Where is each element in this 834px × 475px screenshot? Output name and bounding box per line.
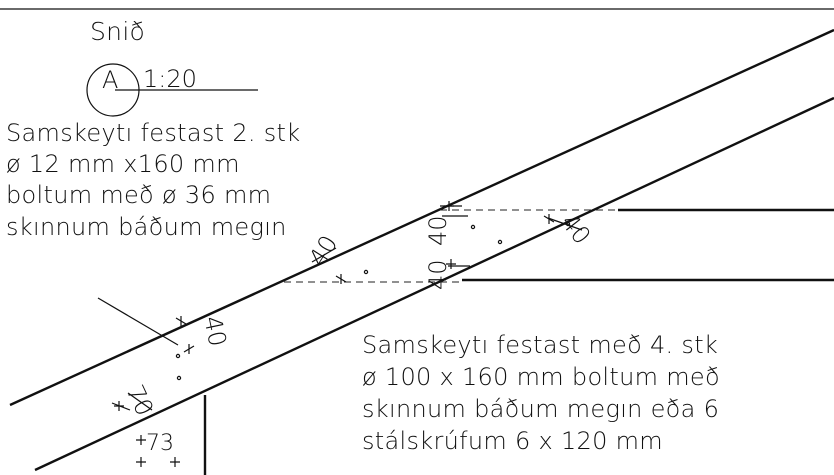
section-marker-circle — [86, 63, 140, 117]
note-right-line: ø 100 x 160 mm boltum með — [362, 362, 720, 391]
tick-mark — [136, 435, 146, 445]
scale-label: 1:20 — [143, 65, 197, 93]
note-left: Samskeytı festast 2. stk ø 12 mm x160 mm… — [6, 118, 300, 243]
beam-upper-edge — [9, 28, 834, 407]
leader-line-joint — [311, 247, 337, 263]
note-left-line: boltum með ø 36 mm — [6, 181, 272, 210]
section-marker-letter: A — [102, 66, 118, 94]
tick-mark — [183, 344, 195, 354]
note-right: Samskeytı festast með 4. stk ø 100 x 160… — [362, 330, 720, 458]
dimension-label: 40 — [303, 230, 343, 271]
bolt-hole — [470, 224, 476, 230]
section-title: Snið — [90, 17, 146, 46]
bolt-hole — [176, 375, 182, 381]
beam-lower-edge — [34, 96, 834, 472]
ext-line-e — [127, 392, 153, 411]
bolt-hole — [363, 269, 369, 275]
tick-mark — [543, 214, 555, 224]
tick-mark — [114, 401, 124, 411]
tick-mark — [175, 316, 187, 326]
bolt-hole — [175, 353, 181, 359]
note-left-line: Samskeytı festast 2. stk — [6, 119, 301, 147]
leader-line-left — [97, 297, 179, 346]
note-right-line: stálskrúfum 6 x 120 mm — [362, 426, 663, 455]
tick-mark — [444, 201, 454, 211]
dimension-label: 73 — [146, 431, 174, 456]
dimension-label: 40 — [555, 208, 596, 249]
tick-mark — [335, 274, 347, 284]
bolt-hole — [565, 221, 571, 227]
tick-mark — [446, 259, 456, 269]
note-right-line: Samskeytı festast með 4. stk — [362, 331, 719, 359]
dimension-label: 40 — [424, 215, 452, 246]
ext-line-d — [547, 217, 583, 231]
bolt-hole — [497, 239, 503, 245]
note-right-line: skınnum báðum megın eða 6 — [362, 394, 720, 423]
tick-mark — [136, 457, 146, 467]
dimension-label: 40 — [424, 259, 452, 290]
note-left-line: skınnum báðum megın — [6, 212, 287, 241]
tick-mark — [170, 457, 180, 467]
note-left-line: ø 12 mm x160 mm — [6, 150, 240, 179]
dimension-label: 40 — [198, 313, 232, 349]
